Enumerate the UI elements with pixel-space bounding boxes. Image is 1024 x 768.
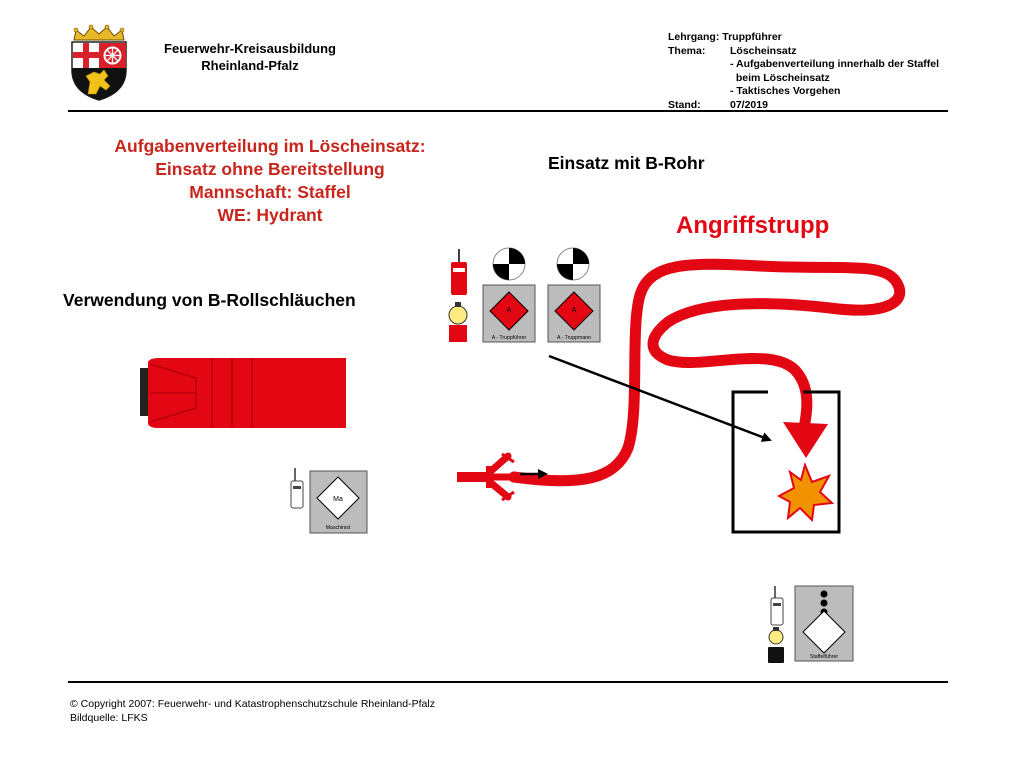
distributor-icon <box>457 452 515 502</box>
staffelfuehrer-symbol: Staffelführer <box>794 585 854 662</box>
meta-value: 07/2019 <box>730 98 768 111</box>
pointer-arrow <box>548 354 772 442</box>
footer-divider <box>68 681 948 683</box>
building-icon <box>731 390 841 534</box>
truppfuehrer-letter: A <box>507 307 512 314</box>
meta-label: Thema: <box>668 44 706 57</box>
meta-value: - Aufgabenverteilung innerhalb der Staff… <box>730 58 940 70</box>
fire-engine-icon <box>140 358 346 428</box>
meta-label: Stand: <box>668 98 701 111</box>
maschinist-letter: Ma <box>333 496 343 503</box>
maschinist-symbol: Ma Maschinist <box>309 470 368 534</box>
meta-label: Lehrgang: <box>668 31 720 43</box>
operation-type-heading: Einsatz mit B-Rohr <box>548 153 705 173</box>
organisation-name: Feuerwehr-Kreisausbildung Rheinland-Pfal… <box>146 40 354 74</box>
helmet-marker-truppfuehrer <box>492 247 526 281</box>
course-meta: Lehrgang: Truppführer Thema: Löscheinsatz… <box>668 31 968 112</box>
title-line-1: Aufgabenverteilung im Löscheinsatz: <box>114 136 426 156</box>
meta-row-stand: Stand: 07/2019 <box>668 99 968 113</box>
meta-value: - Taktisches Vorgehen <box>730 85 841 97</box>
organisation-line-2: Rheinland-Pfalz <box>201 58 299 73</box>
title-line-2: Einsatz ohne Bereitstellung <box>155 159 385 179</box>
meta-value: Löscheinsatz <box>730 44 797 57</box>
truppmann-letter: A <box>572 307 577 314</box>
meta-row-topic-1b: beim Löscheinsatz <box>668 72 968 86</box>
truppfuehrer-caption: A - Truppführer <box>492 335 527 341</box>
equipment-set-attack <box>448 249 468 342</box>
title-line-4: WE: Hydrant <box>217 205 323 225</box>
coat-of-arms-logo <box>71 24 127 101</box>
radio-icon-maschinist <box>290 468 304 509</box>
meta-value: Truppführer <box>722 31 782 43</box>
helmet-marker-truppmann <box>556 247 590 281</box>
copyright-text: © Copyright 2007: Feuerwehr- und Katastr… <box>70 698 435 710</box>
maschinist-caption: Maschinist <box>326 525 351 531</box>
meta-row-thema: Thema: Löscheinsatz <box>668 45 968 59</box>
truppmann-caption: A - Truppmann <box>557 335 591 341</box>
title-line-3: Mannschaft: Staffel <box>189 182 351 202</box>
fire-icon <box>776 461 835 523</box>
footer: © Copyright 2007: Feuerwehr- und Katastr… <box>70 697 670 725</box>
b-hose-line <box>508 258 906 487</box>
slide-title: Aufgabenverteilung im Löscheinsatz: Eins… <box>60 135 480 227</box>
hose-usage-heading: Verwendung von B-Rollschläuchen <box>63 290 356 310</box>
meta-row-topic-2: - Taktisches Vorgehen <box>668 85 968 99</box>
organisation-line-1: Feuerwehr-Kreisausbildung <box>164 41 336 56</box>
header-divider <box>68 110 948 112</box>
nozzle-arrowhead <box>783 422 828 458</box>
truppfuehrer-symbol: A A - Truppführer <box>482 284 536 343</box>
equipment-set-leader <box>768 586 784 663</box>
staffelfuehrer-caption: Staffelführer <box>810 654 838 660</box>
attack-team-label: Angriffstrupp <box>676 212 830 239</box>
truppmann-symbol: A A - Truppmann <box>547 284 601 343</box>
meta-value: beim Löscheinsatz <box>730 71 830 84</box>
meta-row-lehrgang: Lehrgang: Truppführer <box>668 31 968 45</box>
meta-row-topic-1: - Aufgabenverteilung innerhalb der Staff… <box>668 58 968 72</box>
image-source-text: Bildquelle: LFKS <box>70 712 148 724</box>
